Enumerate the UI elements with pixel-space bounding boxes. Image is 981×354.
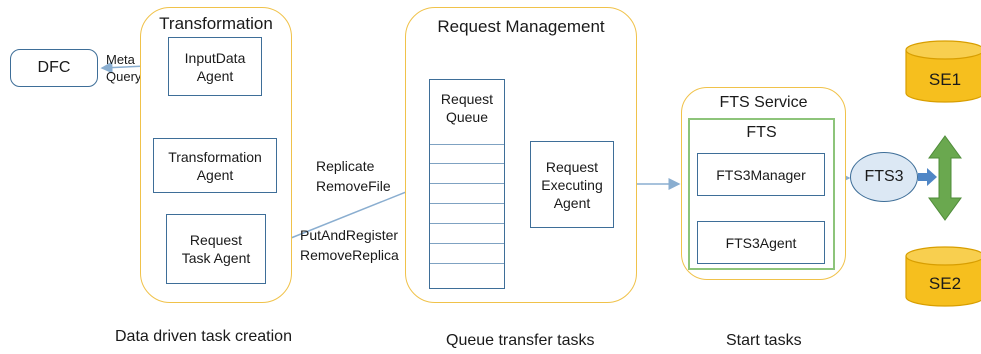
transformation-title: Transformation (159, 14, 273, 33)
caption-start-tasks: Start tasks (726, 332, 802, 349)
fts3-manager-label: FTS3Manager (716, 166, 806, 183)
input-data-agent[interactable]: InputData Agent (168, 37, 262, 96)
fts-inner-box: FTS (688, 118, 835, 270)
request-queue[interactable]: Request Queue (429, 79, 505, 289)
replicate-label: Replicate RemoveFile (316, 158, 391, 194)
fts3-agent[interactable]: FTS3Agent (697, 221, 825, 264)
request-task-agent[interactable]: Request Task Agent (166, 214, 266, 284)
request-executing-agent-label: Request Executing Agent (541, 158, 603, 211)
fts3-agent-label: FTS3Agent (725, 234, 797, 251)
input-data-agent-label: InputData Agent (184, 49, 246, 84)
caption-data-driven: Data driven task creation (115, 328, 292, 345)
se2-cylinder-icon (905, 246, 981, 307)
meta-query-label: Meta Query (106, 52, 142, 84)
fts3-label: FTS3 (864, 168, 904, 185)
put-register-label: PutAndRegister RemoveReplica (300, 227, 399, 263)
queue-row-divider (430, 223, 504, 224)
queue-row-divider (430, 203, 504, 204)
fts3-manager[interactable]: FTS3Manager (697, 153, 825, 196)
request-management-title: Request Management (437, 17, 605, 36)
queue-row-divider (430, 263, 504, 264)
request-queue-label: Request Queue (440, 91, 494, 125)
arrow-request-task-to-queue (265, 180, 433, 249)
queue-row-divider (430, 243, 504, 244)
caption-queue-transfer: Queue transfer tasks (446, 332, 595, 349)
fts-title: FTS (746, 124, 777, 141)
request-task-agent-label: Request Task Agent (181, 232, 251, 266)
se2-label[interactable]: SE2 (928, 274, 962, 293)
dfc-label: DFC (37, 59, 71, 76)
queue-row-divider (430, 144, 504, 145)
se1-cylinder-icon (905, 40, 981, 103)
queue-row-divider (430, 183, 504, 184)
fts3-node[interactable]: FTS3 (850, 152, 918, 202)
se1-label[interactable]: SE1 (928, 70, 962, 89)
queue-row-divider (430, 163, 504, 164)
dfc-box[interactable]: DFC (10, 49, 98, 87)
request-executing-agent[interactable]: Request Executing Agent (530, 141, 614, 228)
green-double-arrow (928, 135, 962, 221)
fts3-output-arrow (918, 168, 937, 186)
transformation-agent-label: Transformation Agent (168, 148, 262, 183)
transformation-agent[interactable]: Transformation Agent (153, 138, 277, 193)
fts-service-title: FTS Service (719, 94, 808, 111)
